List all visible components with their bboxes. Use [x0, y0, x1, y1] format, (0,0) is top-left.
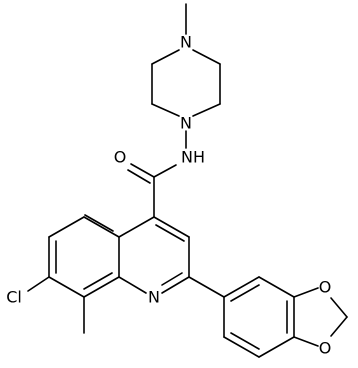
- bond-c7-cl: [27, 276, 50, 292]
- bond-ar-1: [223, 276, 260, 298]
- atom-o-bottom: O: [319, 339, 332, 358]
- bond-c8-c8a-inner: [83, 272, 113, 290]
- atom-nh: NH: [181, 148, 205, 167]
- atom-labels: N N NH O N Cl O O: [6, 33, 331, 358]
- bond-ar-5-inner: [230, 332, 260, 350]
- bond-ar-4: [258, 336, 295, 358]
- bond-c2-n1-inner: [161, 272, 183, 286]
- bond-pip-2: [192, 49, 221, 65]
- atom-o-top: O: [319, 278, 332, 297]
- bond-dioxole-4: [330, 316, 348, 337]
- bond-c8-c8a: [83, 276, 120, 298]
- atom-carbonyl-o: O: [114, 148, 127, 167]
- bond-ar-5: [223, 336, 260, 358]
- bond-dioxole-3: [330, 297, 348, 318]
- bond-c2-n1: [161, 276, 190, 294]
- bond-dioxole-2: [293, 336, 319, 347]
- bond-pip-5: [151, 103, 180, 117]
- bond-ar-1-inner: [230, 284, 260, 302]
- bond-pip-6: [192, 103, 221, 117]
- bond-c2-aryl: [188, 276, 225, 298]
- bond-c4a-c4: [118, 216, 155, 238]
- bond-nh-carbonyl: [153, 164, 177, 178]
- atom-n-methyl: N: [180, 33, 192, 52]
- bond-c-o-1: [130, 163, 155, 178]
- atom-n-amine: N: [180, 114, 192, 133]
- bond-c4a-c5-inner: [84, 214, 114, 232]
- bond-dioxole-1: [293, 287, 319, 298]
- bond-ar-2: [258, 276, 295, 298]
- bonds: [27, 3, 348, 358]
- atom-ring-n: N: [148, 288, 160, 307]
- bond-c4a-c5: [83, 216, 120, 238]
- bond-c7-c8: [48, 276, 85, 298]
- bond-c-o-2: [127, 169, 151, 184]
- bond-n1-c8a: [118, 276, 147, 294]
- bond-pip-1: [151, 49, 180, 65]
- bond-c4-c3-inner: [155, 224, 185, 242]
- atom-cl: Cl: [6, 288, 22, 307]
- bond-c4-c3: [153, 216, 190, 238]
- bond-c5-c6: [48, 216, 85, 238]
